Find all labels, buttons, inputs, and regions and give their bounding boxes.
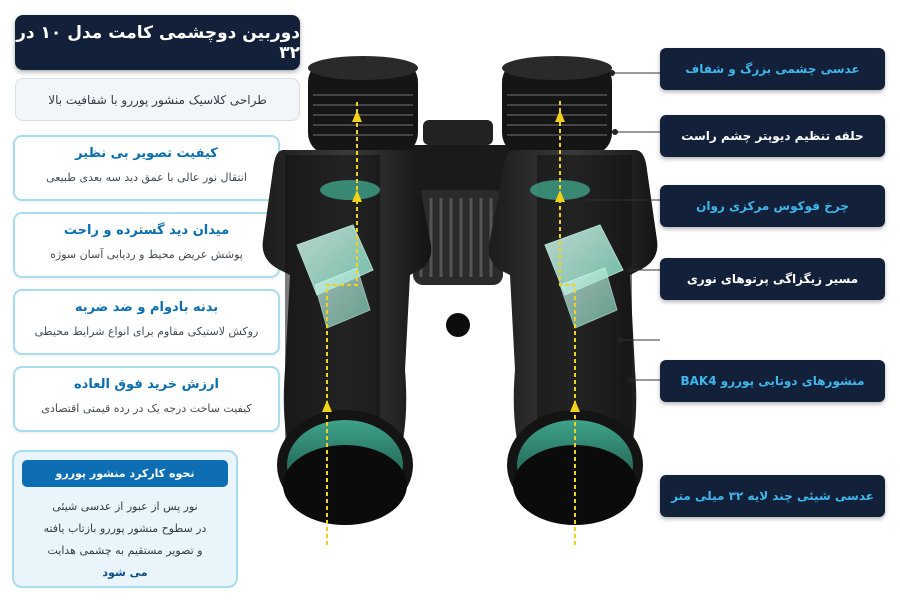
page-title: دوربین دوچشمی کامت مدل ۱۰ در ۳۲	[15, 15, 300, 70]
callout-objective-lens: عدسی شیئی چند لایه ۳۲ میلی متر	[660, 475, 885, 517]
feature-card-value: ارزش خرید فوق العاده کیفیت ساخت درجه یک …	[13, 366, 280, 432]
porro-line: در سطوح منشور پوررو بازتاب یافته	[43, 522, 207, 535]
porro-prism-heading: نحوه کارکرد منشور پوررو	[22, 460, 228, 487]
callout-focus-wheel: چرخ فوکوس مرکزی روان	[660, 185, 885, 227]
focus-wheel	[413, 120, 503, 285]
left-eyepiece-lens	[320, 180, 380, 200]
feature-title: میدان دید گسترده و راحت	[63, 223, 230, 238]
porro-prism-text: نور پس از عبور از عدسی شیئی در سطوح منشو…	[22, 496, 228, 584]
callout-eyepiece-lens: عدسی چشمی بزرگ و شفاف	[660, 48, 885, 90]
feature-desc: روکش لاستیکی مقاوم برای انواع شرایط محیط…	[34, 325, 259, 338]
feature-desc: کیفیت ساخت درجه یک در رده قیمتی اقتصادی	[41, 402, 252, 415]
left-porro-prism	[296, 224, 374, 329]
porro-line: نور پس از عبور از عدسی شیئی	[52, 500, 198, 513]
callout-light-path: مسیر زیگزاگی پرتوهای نوری	[660, 258, 885, 300]
left-objective-shade	[283, 445, 407, 525]
feature-desc: انتقال نور عالی با عمق دید سه بعدی طبیعی	[46, 171, 247, 184]
callout-dots	[582, 70, 633, 383]
porro-prism-info-box: نحوه کارکرد منشور پوررو نور پس از عبور ا…	[12, 450, 238, 588]
feature-title: بدنه بادوام و ضد ضربه	[74, 300, 219, 315]
right-eyepiece	[502, 56, 612, 155]
callout-porro-prisms: منشورهای دوتایی پوررو BAK4	[660, 360, 885, 402]
left-eyepiece	[308, 56, 418, 155]
feature-card-field-of-view: میدان دید گسترده و راحت پوشش عریض محیط و…	[13, 212, 280, 278]
feature-title: کیفیت تصویر بی نظیر	[75, 146, 218, 161]
callout-diopter-ring: حلقه تنظیم دیوپتر چشم راست	[660, 115, 885, 157]
callout-lines	[585, 72, 660, 381]
binocular-cutaway-illustration	[262, 56, 660, 545]
subtitle: طراحی کلاسیک منشور پوررو با شفافیت بالا	[15, 78, 300, 121]
feature-desc: پوشش عریض محیط و ردیابی آسان سوژه	[50, 248, 243, 261]
light-ray-arrows	[322, 110, 580, 412]
feature-card-durable-body: بدنه بادوام و ضد ضربه روکش لاستیکی مقاوم…	[13, 289, 280, 355]
porro-line: می شود	[102, 566, 148, 579]
center-hinge	[446, 313, 470, 337]
feature-card-image-quality: کیفیت تصویر بی نظیر انتقال نور عالی با ع…	[13, 135, 280, 201]
porro-line: و تصویر مستقیم به چشمی هدایت	[47, 544, 203, 557]
feature-title: ارزش خرید فوق العاده	[74, 377, 219, 392]
